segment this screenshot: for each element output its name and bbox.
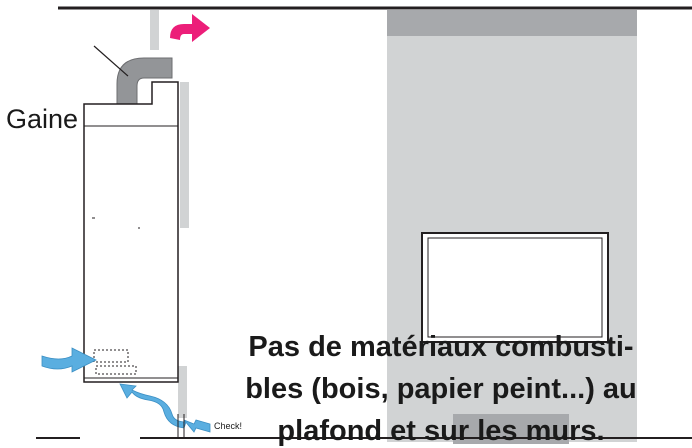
air-intake-arrow-floor [119, 383, 187, 429]
air-intake-arrow-main [41, 347, 97, 373]
check-label: Check! [214, 421, 243, 431]
warning-text: Pas de matériaux combusti- bles (bois, p… [206, 326, 676, 448]
wall-panel [387, 10, 637, 442]
warning-line: bles (bois, papier peint...) au [245, 373, 637, 405]
warning-line: plafond et sur les murs. [277, 415, 605, 447]
duct-pipe [116, 57, 173, 105]
fireplace-frame [421, 232, 609, 343]
stove-body [83, 81, 179, 383]
duct-label: Gaine [6, 104, 79, 134]
duct-pointer-line [93, 45, 129, 77]
air-intake-arrow-check [183, 419, 211, 433]
warning-line: Pas de matériaux combusti- [248, 331, 634, 363]
wall-panel-top-band [387, 10, 637, 36]
wall-upper [150, 10, 159, 50]
exhaust-arrow [170, 14, 210, 42]
wall-segment [180, 82, 189, 228]
wall-lower [178, 366, 187, 418]
